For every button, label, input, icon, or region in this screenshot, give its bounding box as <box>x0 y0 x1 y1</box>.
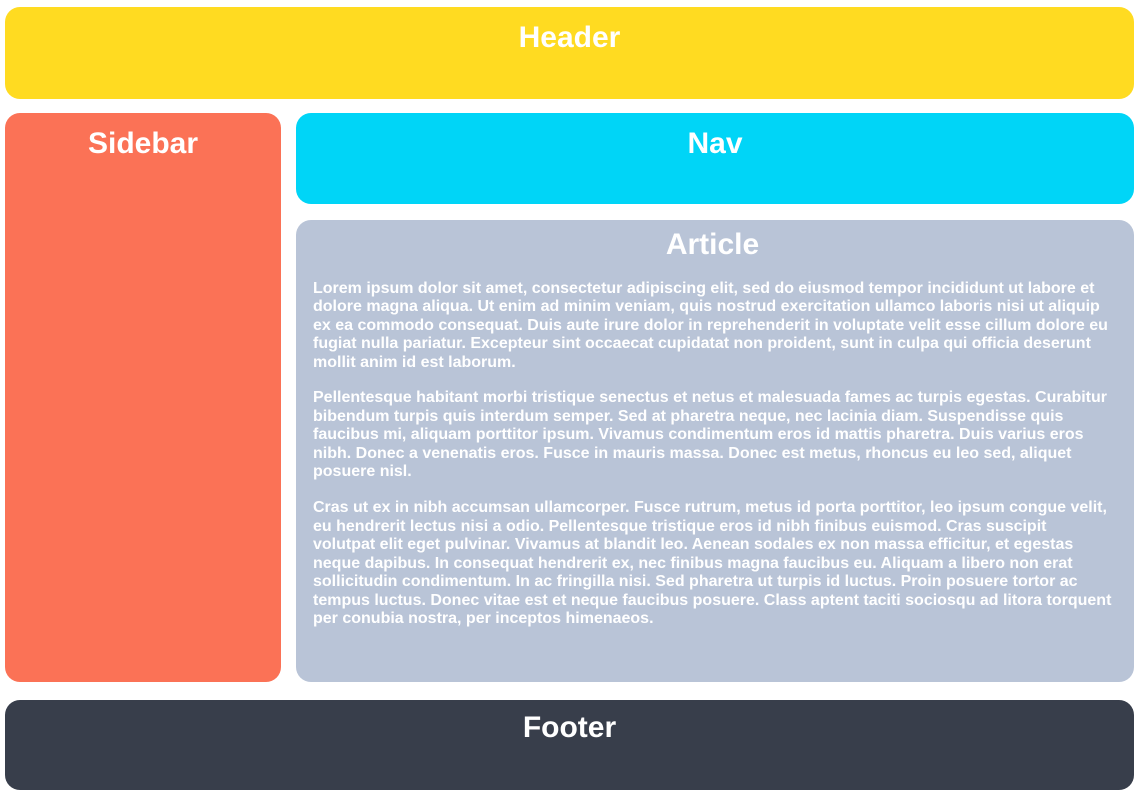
main-column: Nav Article Lorem ipsum dolor sit amet, … <box>296 113 1134 682</box>
header-section: Header <box>5 7 1134 99</box>
sidebar-section: Sidebar <box>5 113 281 682</box>
header-title: Header <box>518 21 621 54</box>
article-paragraph-3: Cras ut ex in nibh accumsan ullamcorper.… <box>313 498 1112 628</box>
footer-title: Footer <box>522 711 617 744</box>
article-section: Article Lorem ipsum dolor sit amet, cons… <box>296 220 1134 682</box>
article-paragraph-2: Pellentesque habitant morbi tristique se… <box>313 389 1108 481</box>
article-paragraph-1: Lorem ipsum dolor sit amet, consectetur … <box>313 279 1108 371</box>
article-title: Article <box>665 228 760 261</box>
sidebar-title: Sidebar <box>87 127 199 160</box>
footer-section: Footer <box>5 700 1134 790</box>
middle-row: Sidebar Nav Article Lorem ipsum dolor si… <box>5 113 1134 682</box>
nav-title: Nav <box>687 127 743 160</box>
nav-section: Nav <box>296 113 1134 204</box>
